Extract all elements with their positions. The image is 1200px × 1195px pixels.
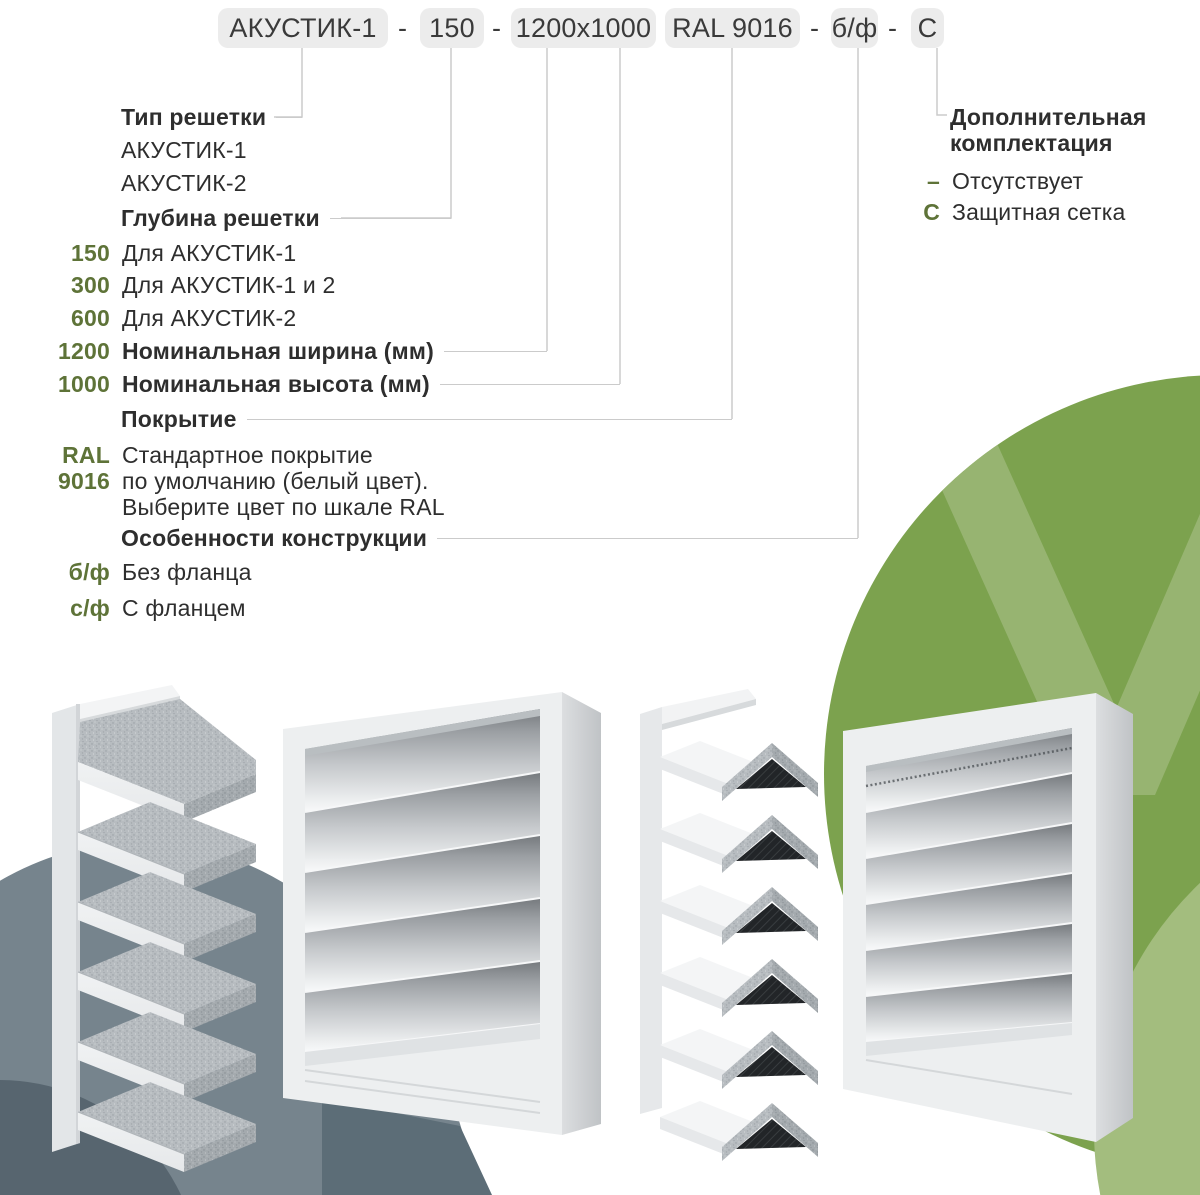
- extras-value: –: [927, 168, 940, 194]
- depth-header-row: Глубина решетки: [121, 205, 451, 231]
- type-option: АКУСТИК-2: [121, 170, 247, 196]
- depth-label: Для АКУСТИК-2: [122, 305, 297, 331]
- coating-header: Покрытие: [121, 406, 237, 432]
- width-row: 1200 Номинальная ширина (мм): [0, 338, 547, 364]
- grille-front-view-mesh: [843, 693, 1133, 1142]
- depth-label: Для АКУСТИК-1 и 2: [122, 272, 336, 298]
- code-segment-size: 1200x1000: [511, 8, 656, 48]
- extras-label: Отсутствует: [952, 168, 1084, 194]
- depth-option-row: 600 Для АКУСТИК-2: [0, 305, 296, 331]
- height-value: 1000: [58, 371, 110, 397]
- code-segment-flange: б/ф: [831, 8, 878, 48]
- depth-header: Глубина решетки: [121, 205, 320, 231]
- depth-value: 150: [71, 240, 110, 266]
- code-separator: -: [888, 12, 898, 43]
- extras-label: Защитная сетка: [952, 199, 1126, 225]
- code-segment-type: АКУСТИК-1: [218, 8, 388, 48]
- height-row: 1000 Номинальная высота (мм): [0, 371, 620, 397]
- grille-side-view: [52, 685, 256, 1172]
- code-separator: -: [492, 12, 502, 43]
- depth-option-row: 300 Для АКУСТИК-1 и 2: [0, 272, 336, 298]
- extras-value: С: [923, 199, 940, 225]
- type-option-row: АКУСТИК-1: [121, 137, 247, 163]
- features-header-row: Особенности конструкции: [121, 525, 858, 551]
- width-value: 1200: [58, 338, 110, 364]
- width-label: Номинальная ширина (мм): [122, 338, 434, 364]
- depth-option-row: 150 Для АКУСТИК-1: [0, 240, 296, 266]
- feature-label: С фланцем: [122, 595, 246, 621]
- code-segment-coating: RAL 9016: [665, 8, 800, 48]
- height-label: Номинальная высота (мм): [122, 371, 430, 397]
- code-segment-mesh: С: [911, 8, 944, 48]
- code-segment-depth: 150: [420, 8, 484, 48]
- feature-value: б/ф: [68, 559, 110, 585]
- type-header: Тип решетки: [121, 104, 267, 130]
- grille-front-view: [283, 692, 601, 1135]
- features-header: Особенности конструкции: [121, 525, 428, 551]
- feature-option-row: б/ф Без фланца: [0, 559, 252, 585]
- depth-value: 300: [71, 272, 110, 298]
- acoustic-grille-side-view: [640, 689, 818, 1161]
- type-header-row: Тип решетки: [121, 104, 302, 130]
- depth-value: 600: [71, 305, 110, 331]
- code-separator: -: [398, 12, 408, 43]
- feature-option-row: с/ф С фланцем: [0, 595, 246, 621]
- type-option-row: АКУСТИК-2: [121, 170, 247, 196]
- depth-label: Для АКУСТИК-1: [122, 240, 297, 266]
- code-separator: -: [810, 12, 820, 43]
- extras-option-row: – Отсутствует: [905, 168, 1083, 194]
- type-option: АКУСТИК-1: [121, 137, 247, 163]
- coating-header-row: Покрытие: [121, 406, 732, 432]
- feature-value: с/ф: [70, 595, 110, 621]
- extras-option-row: С Защитная сетка: [905, 199, 1126, 225]
- feature-label: Без фланца: [122, 559, 252, 585]
